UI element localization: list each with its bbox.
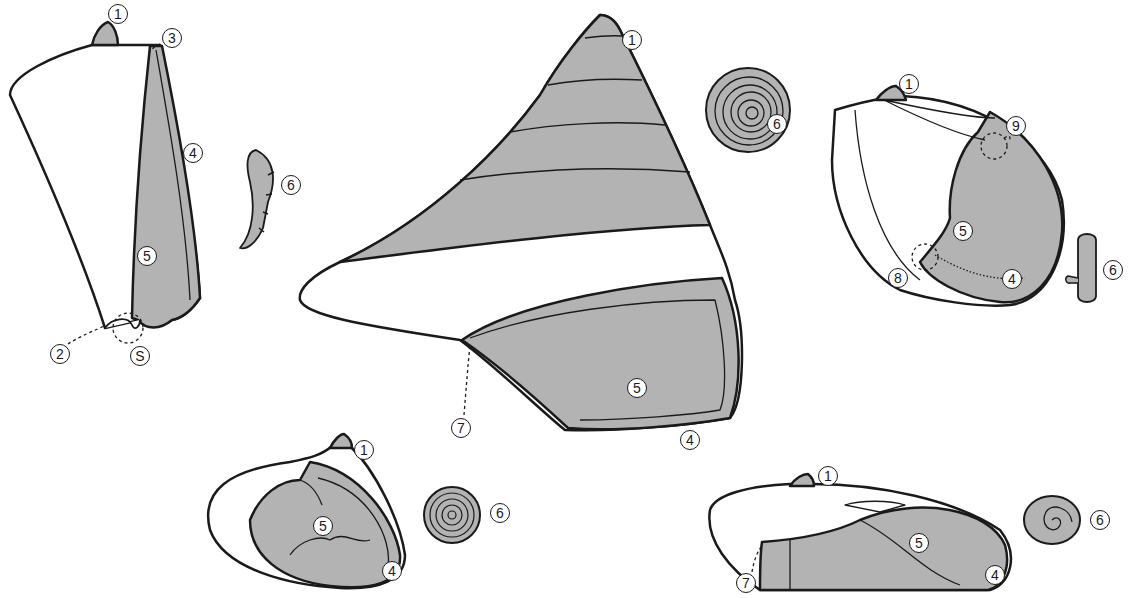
callout-number: 2: [50, 344, 70, 364]
callout-number: 6: [767, 114, 787, 134]
callout-number: 9: [1006, 116, 1026, 136]
callout-number: 5: [313, 516, 333, 536]
callout-number: 6: [490, 503, 510, 523]
callout-number: 1: [899, 74, 919, 94]
callout-number: 1: [108, 4, 128, 24]
callout-number: S: [130, 346, 150, 366]
callout-number: 1: [818, 466, 838, 486]
callout-number: 6: [281, 175, 301, 195]
callout-number: 4: [985, 565, 1005, 585]
callout-number: 6: [1103, 260, 1123, 280]
callout-number: 6: [1090, 510, 1110, 530]
callout-number: 7: [736, 573, 756, 593]
callout-number: 4: [382, 561, 402, 581]
callout-number: 5: [953, 221, 973, 241]
callout-number: 5: [909, 533, 929, 553]
callout-number: 1: [354, 440, 374, 460]
callout-number: 7: [451, 418, 471, 438]
callout-number: 4: [183, 143, 203, 163]
callout-number: 3: [162, 28, 182, 48]
callout-number: 1: [622, 30, 642, 50]
callout-number: 5: [137, 246, 157, 266]
callout-number: 8: [888, 268, 908, 288]
callout-number: 5: [627, 378, 647, 398]
callout-number: 4: [1002, 269, 1022, 289]
callout-number: 4: [680, 430, 700, 450]
